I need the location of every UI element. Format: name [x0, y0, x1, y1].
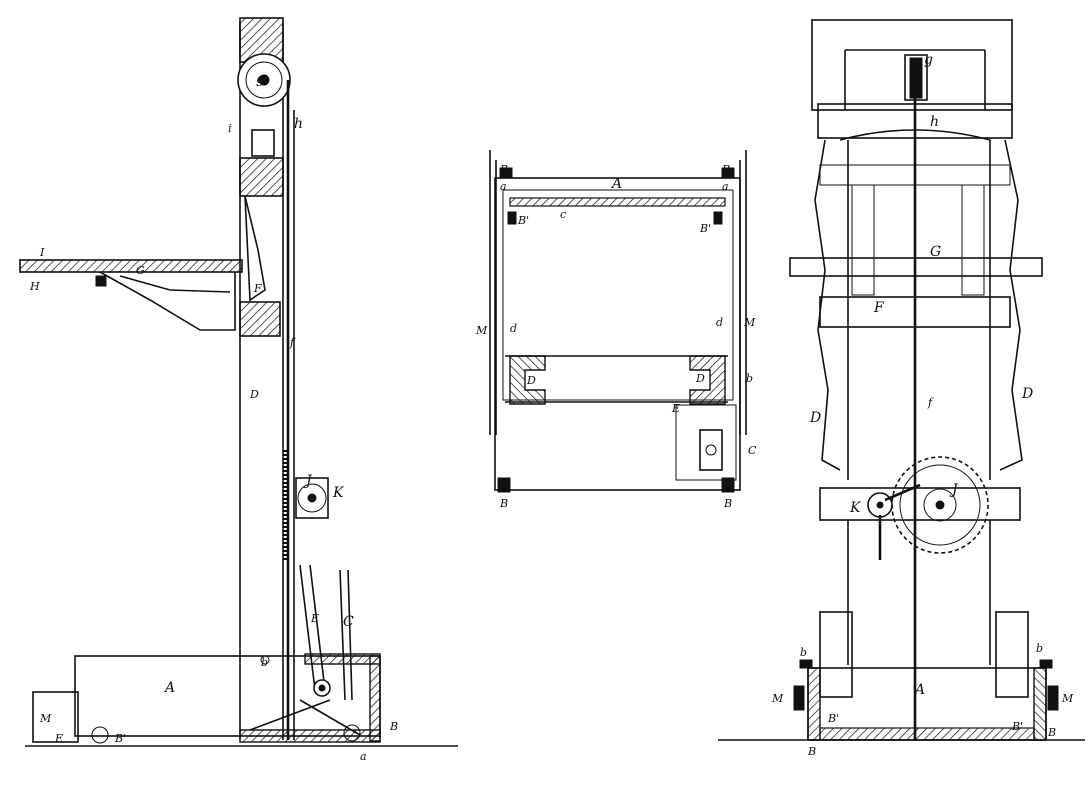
plan-label-B-bl: B — [499, 497, 508, 510]
plan-label-M-l: M — [475, 324, 488, 337]
front-label-K: K — [849, 500, 862, 516]
plan-label-E: E — [671, 402, 680, 415]
plan-label-M-r: M — [743, 316, 756, 329]
label-A: A — [163, 680, 175, 696]
label-B-prime: B' — [114, 732, 126, 745]
plan-label-a-tl: a — [500, 180, 507, 193]
plan-label-B-prime-r: B' — [699, 222, 711, 235]
label-D: D — [249, 388, 259, 401]
plan-label-C: C — [748, 444, 757, 457]
front-label-G: G — [930, 244, 941, 260]
front-label-M-r: M — [1061, 692, 1074, 705]
plan-label-a-bl: a — [503, 476, 510, 489]
label-g: g — [256, 71, 265, 87]
front-label-B-prime-l: B' — [827, 712, 839, 725]
plan-view-figure: B B a a A c B' B' d d M M D D b E C a a … — [475, 150, 757, 510]
plan-label-B-tr: B — [721, 163, 730, 176]
front-label-M-l: M — [771, 692, 784, 705]
plan-label-d-r: d — [716, 316, 723, 329]
front-label-J: J — [949, 482, 959, 498]
plan-label-B-tl: B — [499, 163, 508, 176]
plan-label-D-l: D — [526, 374, 536, 387]
plan-label-a-tr: a — [722, 180, 729, 193]
label-f: f — [289, 336, 296, 349]
plan-label-c: c — [560, 208, 566, 221]
label-I: I — [39, 246, 45, 259]
label-h: h — [294, 116, 303, 132]
front-label-B-prime-r: B' — [1011, 720, 1023, 733]
label-a: a — [360, 750, 367, 763]
plan-label-B-br: B — [723, 497, 732, 510]
front-label-D-l: D — [809, 410, 821, 426]
label-i: i — [228, 122, 232, 135]
plan-label-a-br: a — [727, 476, 734, 489]
label-E2: E — [54, 732, 63, 745]
label-M: M — [39, 712, 52, 725]
plan-label-d-l: d — [510, 322, 517, 335]
label-G: G — [136, 264, 145, 277]
front-elevation-figure: g h G F D D f J K A M M b b B' B' B B — [718, 19, 1085, 758]
side-elevation-figure: g h i F D f J K E C b A M B' B a E I H G — [19, 17, 458, 763]
front-label-b-r: b — [1036, 642, 1043, 655]
front-label-A: A — [913, 682, 925, 698]
front-label-F: F — [873, 300, 885, 316]
front-label-D-r: D — [1021, 386, 1033, 402]
plan-label-b: b — [746, 372, 753, 385]
plan-label-A: A — [610, 176, 622, 192]
plan-label-B-prime-l: B' — [517, 214, 529, 227]
label-b: b — [261, 656, 268, 669]
plan-label-D-r: D — [695, 372, 705, 385]
label-B: B — [389, 720, 398, 733]
label-E: E — [310, 612, 319, 625]
front-label-B-l: B — [807, 745, 816, 758]
front-label-f: f — [927, 396, 934, 409]
front-label-B-r: B — [1047, 726, 1056, 739]
front-label-h: h — [930, 114, 939, 130]
label-C: C — [343, 614, 354, 630]
label-F: F — [253, 282, 262, 295]
label-K: K — [332, 485, 345, 501]
front-label-g: g — [924, 52, 933, 68]
label-J: J — [303, 473, 313, 489]
label-H: H — [29, 280, 40, 293]
front-label-b-l: b — [800, 646, 807, 659]
